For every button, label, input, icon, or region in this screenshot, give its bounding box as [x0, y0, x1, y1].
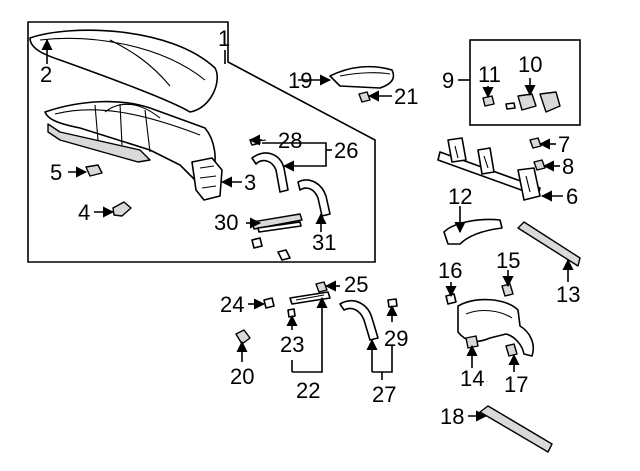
callout-25: 25: [344, 272, 368, 297]
callout-15: 15: [496, 248, 520, 273]
callout-8: 8: [562, 154, 574, 179]
callout-9: 9: [442, 68, 454, 93]
callout-27: 27: [372, 382, 396, 407]
part-11-clip: [482, 95, 495, 107]
part-23-screw: [287, 308, 296, 318]
callout-3: 3: [244, 170, 256, 195]
callout-19: 19: [288, 68, 312, 93]
callout-11: 11: [478, 62, 501, 87]
callout-28: 28: [278, 128, 302, 153]
part-22-rod: [289, 291, 331, 305]
part-10-bracket-b: [539, 91, 561, 113]
part-30-bolt-b: [277, 249, 291, 261]
part-18-strip: [479, 405, 553, 453]
part-4-clip: [112, 201, 132, 217]
callout-31: 31: [312, 230, 336, 255]
callout-24: 24: [220, 292, 244, 317]
callout-20: 20: [230, 364, 254, 389]
part-24-nut: [263, 297, 275, 309]
part-26-curved-trim: [251, 152, 289, 193]
part-17-clip: [505, 343, 518, 357]
callout-30: 30: [214, 210, 238, 235]
part-1-frame: [44, 100, 216, 181]
part-9-group-box: [469, 39, 581, 126]
part-21-nut: [358, 91, 371, 103]
part-28-screw: [249, 137, 267, 146]
callout-21: 21: [394, 84, 418, 109]
callout-1: 1: [218, 26, 230, 51]
part-12-bracket: [443, 218, 503, 245]
part-13-strip: [517, 221, 581, 267]
part-19-cover: [329, 65, 395, 89]
part-7-bolt: [529, 137, 542, 149]
callout-22: 22: [296, 378, 320, 403]
callout-5: 5: [50, 160, 62, 185]
callout-16: 16: [438, 258, 462, 283]
callout-13: 13: [556, 282, 580, 307]
callout-10: 10: [518, 52, 542, 77]
callout-17: 17: [504, 372, 528, 397]
part-6-hinge-bar: [437, 137, 541, 201]
part-25-bolt: [315, 281, 328, 293]
part-14-bracket: [457, 298, 535, 357]
callout-14: 14: [460, 366, 484, 391]
part-2-top-shell: [29, 29, 218, 113]
part-27-curved-trim: [339, 300, 379, 341]
part-9-small-screw: [505, 102, 516, 110]
callout-18: 18: [440, 404, 464, 429]
callout-23: 23: [280, 332, 304, 357]
assembly-outline: [27, 21, 376, 263]
part-5-clip: [85, 164, 103, 177]
callout-2: 2: [40, 62, 52, 87]
callout-12: 12: [448, 184, 472, 209]
callout-26: 26: [334, 138, 358, 163]
part-29-screw: [387, 298, 398, 308]
callout-29: 29: [384, 326, 408, 351]
part-3-hinge-bracket: [191, 157, 223, 201]
callout-7: 7: [558, 132, 570, 157]
callout-6: 6: [566, 184, 578, 209]
part-10-bracket-a: [517, 93, 537, 111]
part-8-nut: [533, 159, 546, 171]
part-20-clip: [235, 329, 251, 345]
part-31-trim: [297, 179, 331, 217]
part-30-bolt-a: [251, 237, 263, 249]
callout-4: 4: [78, 200, 90, 225]
